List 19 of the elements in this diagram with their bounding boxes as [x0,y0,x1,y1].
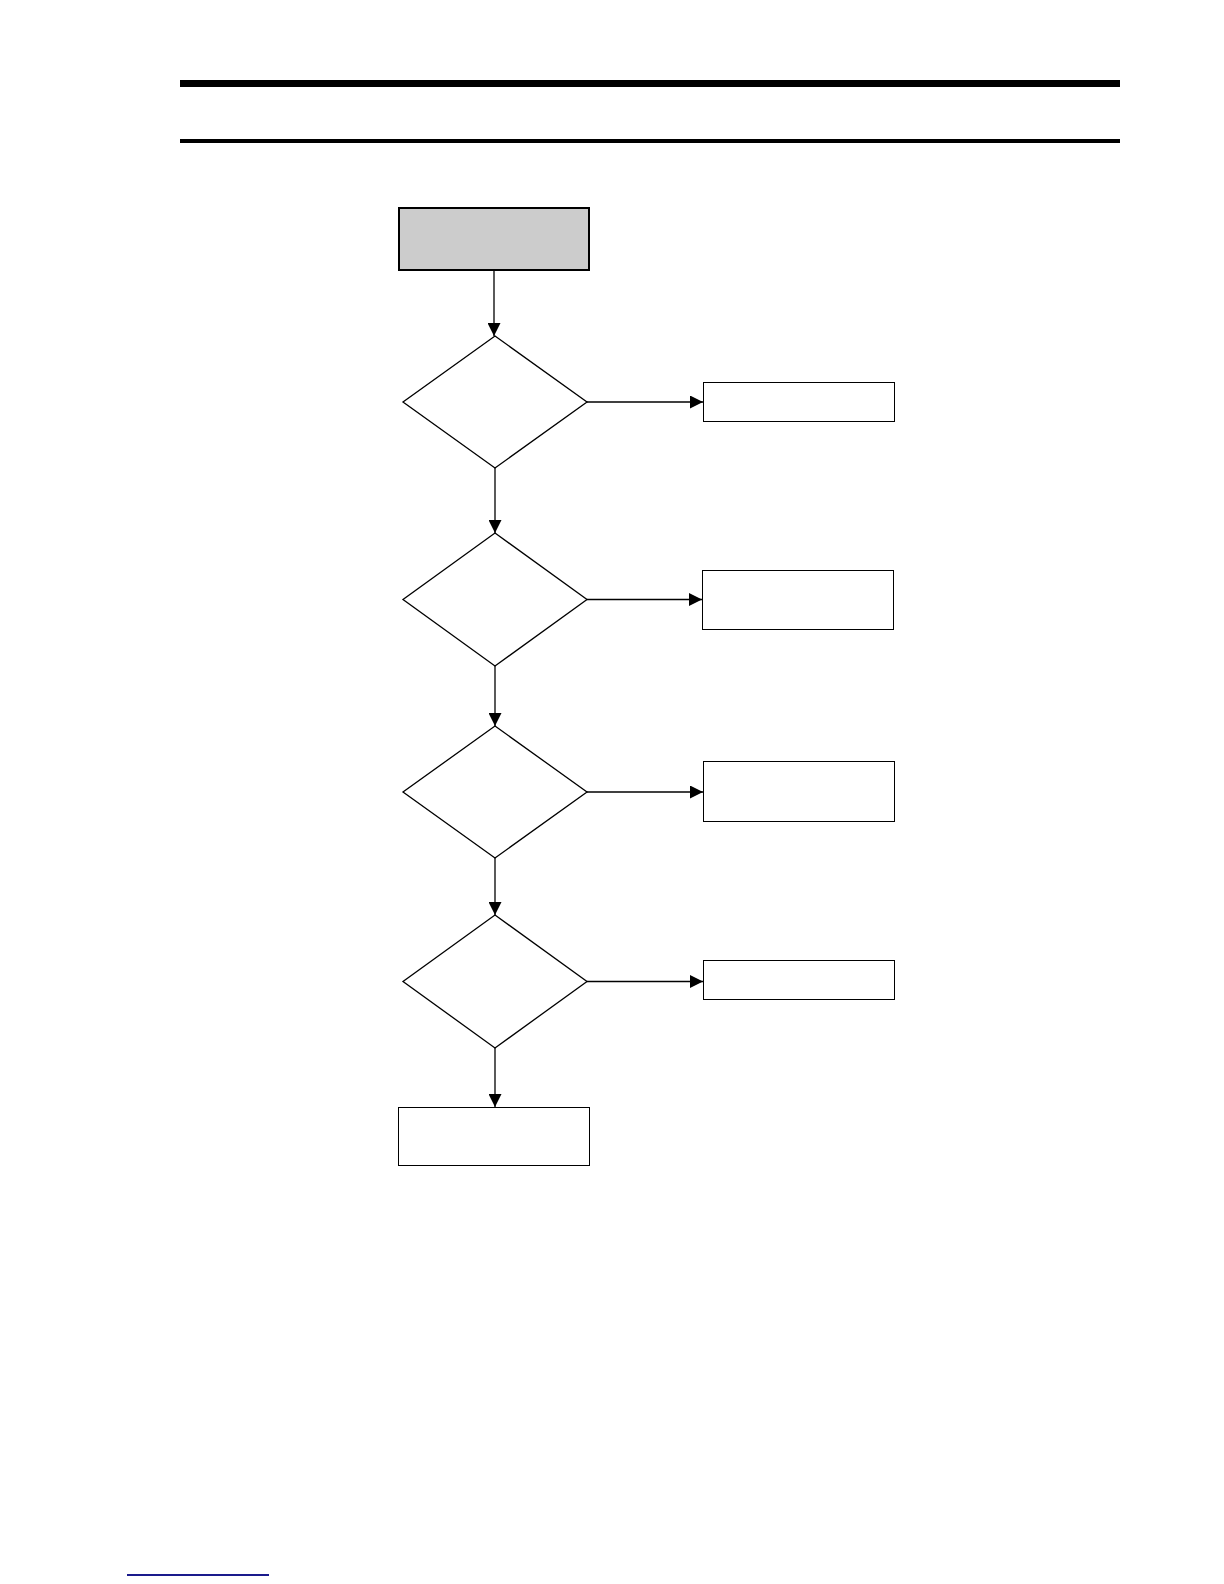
decision-diamond [403,336,587,468]
process-box [703,382,895,422]
arrow [586,975,704,988]
arrow [488,1047,502,1108]
process-box [703,761,895,822]
arrow [488,857,502,916]
arrow [586,785,704,799]
process-box [398,1107,590,1166]
decision-diamond [403,915,587,1048]
process-box [702,570,894,630]
decision-diamond [403,726,587,858]
arrow [586,395,704,409]
start-box [398,207,590,271]
arrow [586,593,703,606]
arrow [487,270,501,337]
process-box [703,960,895,1000]
arrow [488,467,502,534]
arrow [488,665,502,727]
decision-diamond [403,533,587,666]
